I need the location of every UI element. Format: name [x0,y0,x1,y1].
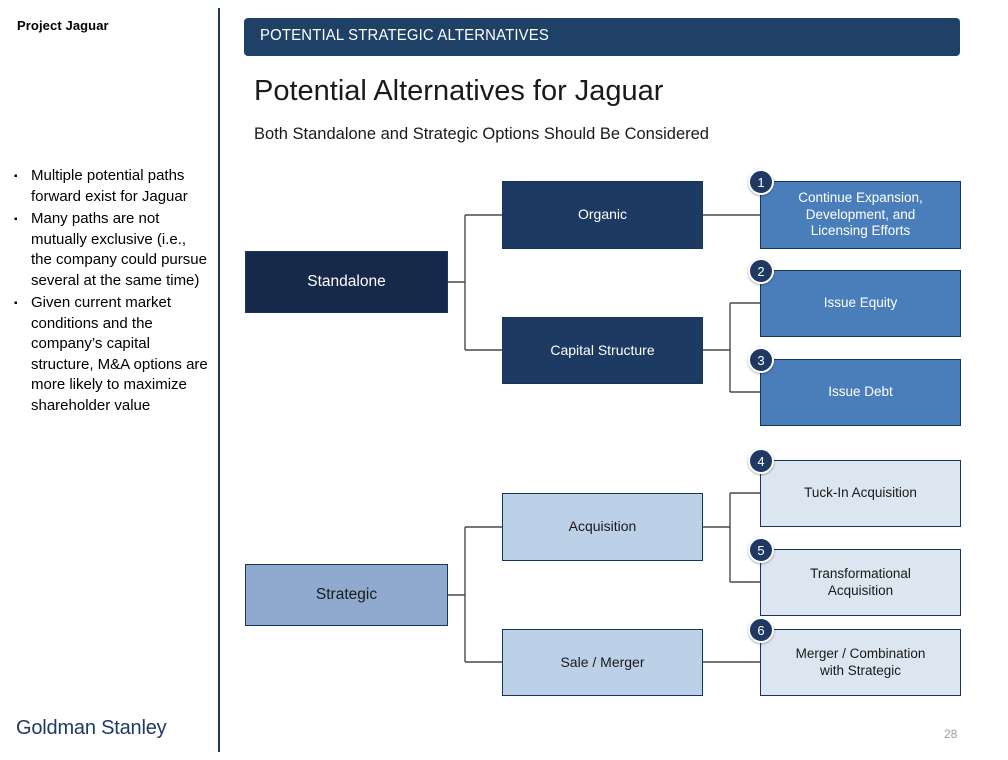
badge-label: 4 [757,453,765,469]
bullet-square-icon: ▪ [14,298,18,309]
node-label: Tuck-In Acquisition [804,485,917,501]
node-option-3[interactable]: Issue Debt [760,359,961,426]
sidebar: Project Jaguar ▪ Multiple potential path… [0,0,219,760]
badge-label: 6 [757,622,765,638]
node-label: Strategic [315,585,378,603]
node-label: Merger / Combination with Strategic [795,646,926,678]
node-option-1[interactable]: Continue Expansion, Development, and Lic… [760,181,961,249]
bullet-text: Multiple potential paths forward exist f… [31,167,188,205]
badge-label: 1 [757,174,765,190]
node-option-2[interactable]: Issue Equity [760,270,961,337]
node-option-6[interactable]: Merger / Combination with Strategic [760,629,961,696]
section-banner-label: POTENTIAL STRATEGIC ALTERNATIVES [260,27,550,44]
page-title: Potential Alternatives for Jaguar [254,75,664,107]
badge-label: 3 [757,352,765,368]
bullet-square-icon: ▪ [14,171,18,182]
node-label: Issue Equity [823,295,898,311]
section-banner: POTENTIAL STRATEGIC ALTERNATIVES [244,18,960,56]
badge-5: 5 [748,537,774,563]
node-label: Organic [577,206,628,223]
node-label: Acquisition [568,518,637,535]
node-label: Standalone [307,272,386,290]
badge-label: 5 [757,542,765,558]
node-strategic[interactable]: Strategic [245,564,448,626]
node-label: Continue Expansion, Development, and Lic… [798,190,923,239]
bullet-text: Given current market conditions and the … [31,294,208,414]
node-label: Issue Debt [828,384,893,400]
page-subtitle: Both Standalone and Strategic Options Sh… [254,125,709,143]
list-item: ▪ Given current market conditions and th… [14,293,210,416]
sidebar-bullet-list: ▪ Multiple potential paths forward exist… [14,166,210,418]
node-standalone[interactable]: Standalone [245,251,448,313]
brand-logo-text: Goldman Stanley [16,717,167,739]
list-item: ▪ Many paths are not mutually exclusive … [14,209,210,291]
content-area: POTENTIAL STRATEGIC ALTERNATIVES Potenti… [219,0,1008,760]
alternatives-tree-diagram: Standalone Strategic Organic Capital Str… [219,0,1008,760]
badge-1: 1 [748,169,774,195]
node-sale-merger[interactable]: Sale / Merger [502,629,703,696]
node-organic[interactable]: Organic [502,181,703,249]
page-number: 28 [944,727,958,741]
project-title: Project Jaguar [17,18,109,33]
node-label: Sale / Merger [560,653,645,670]
badge-label: 2 [757,263,765,279]
node-acquisition[interactable]: Acquisition [502,493,703,561]
sidebar-divider [218,8,220,752]
node-capital-structure[interactable]: Capital Structure [502,317,703,384]
bullet-text: Many paths are not mutually exclusive (i… [31,210,207,289]
node-label: Capital Structure [550,341,655,358]
badge-4: 4 [748,448,774,474]
list-item: ▪ Multiple potential paths forward exist… [14,166,210,207]
node-option-4[interactable]: Tuck-In Acquisition [760,460,961,527]
badge-2: 2 [748,258,774,284]
node-option-5[interactable]: Transformational Acquisition [760,549,961,616]
badge-6: 6 [748,617,774,643]
node-label: Transformational Acquisition [810,566,911,598]
badge-3: 3 [748,347,774,373]
bullet-square-icon: ▪ [14,214,18,225]
